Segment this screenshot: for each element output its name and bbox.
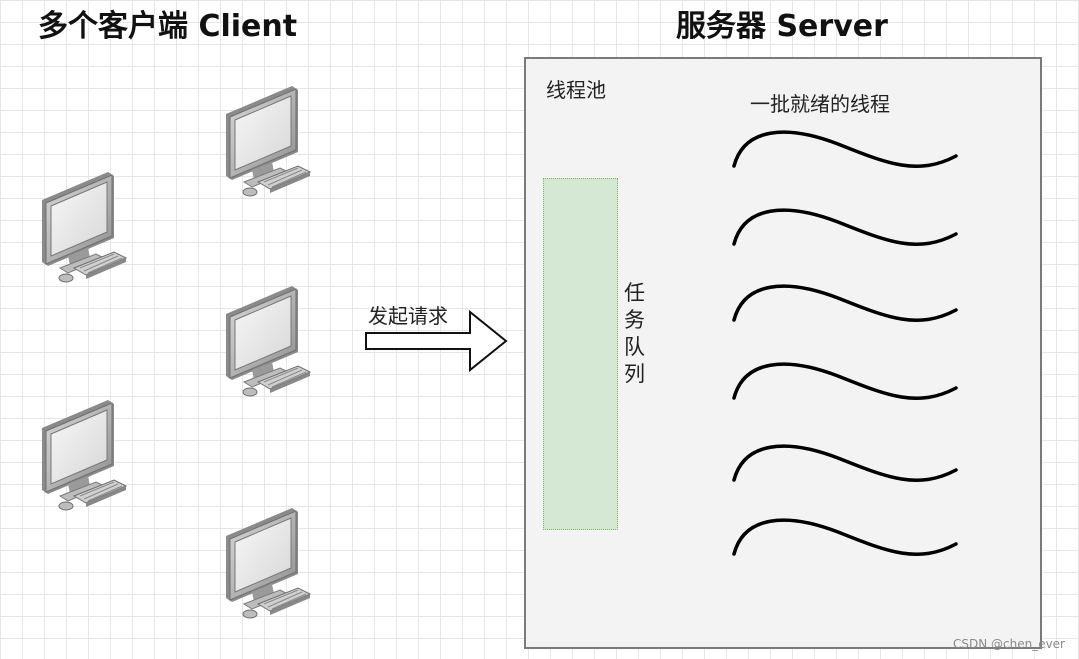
client-computer-icon [222,506,312,621]
thread-wave [732,284,958,322]
watermark: CSDN @chen_ever [952,637,1065,651]
client-computer-icon [222,284,312,399]
task-queue [543,178,618,530]
server-title: 服务器 Server [676,9,888,44]
request-arrow-label: 发起请求 [368,304,448,328]
client-computer-icon [38,398,128,513]
client-computer-icon [38,170,128,285]
task-queue-label: 任务队列 [624,281,645,386]
thread-wave [732,362,958,400]
ready-threads-label: 一批就绪的线程 [750,92,890,116]
request-arrow [365,309,508,373]
thread-wave [732,444,958,482]
thread-pool-label: 线程池 [546,78,606,102]
thread-wave [732,518,958,556]
client-computer-icon [222,84,312,199]
thread-wave [732,208,958,246]
thread-wave [732,130,958,168]
client-title: 多个客户端 Client [38,9,298,44]
